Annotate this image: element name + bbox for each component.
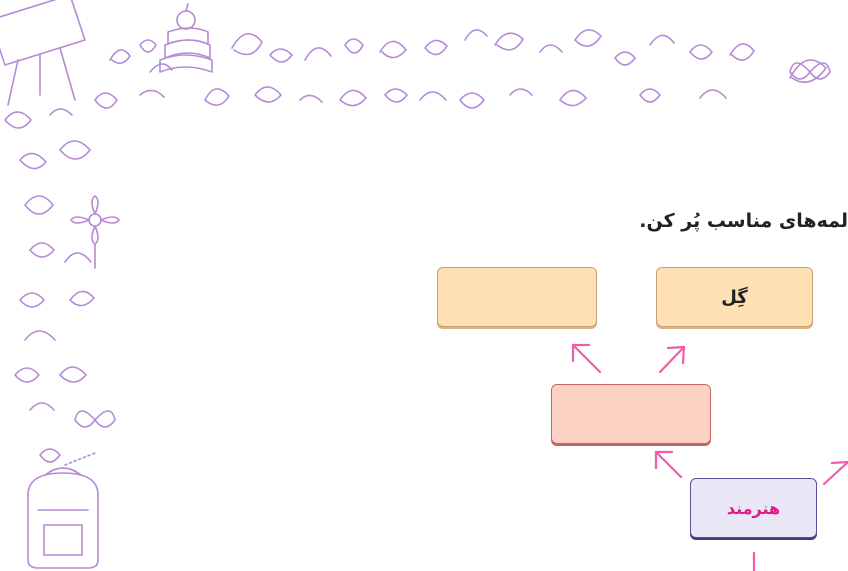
arrow-up-right-1 [658,345,686,374]
flower-icon [70,195,120,269]
arrow-up-left-1 [571,343,602,374]
word-box-top-right: گِل [656,267,813,327]
word-box-center-empty[interactable] [551,384,711,444]
backpack-icon [27,467,99,569]
word-box-bottom: هنرمند [690,478,817,538]
instruction-text: لمه‌های مناسب پُر کن. [639,210,848,232]
easel-icon [0,0,86,106]
books-apple-icon [159,3,213,73]
arrow-up-left-2 [654,450,683,479]
butterfly-icon [789,62,831,80]
arrow-up-right-2 [822,460,848,486]
word-box-top-left-empty[interactable] [437,267,597,327]
